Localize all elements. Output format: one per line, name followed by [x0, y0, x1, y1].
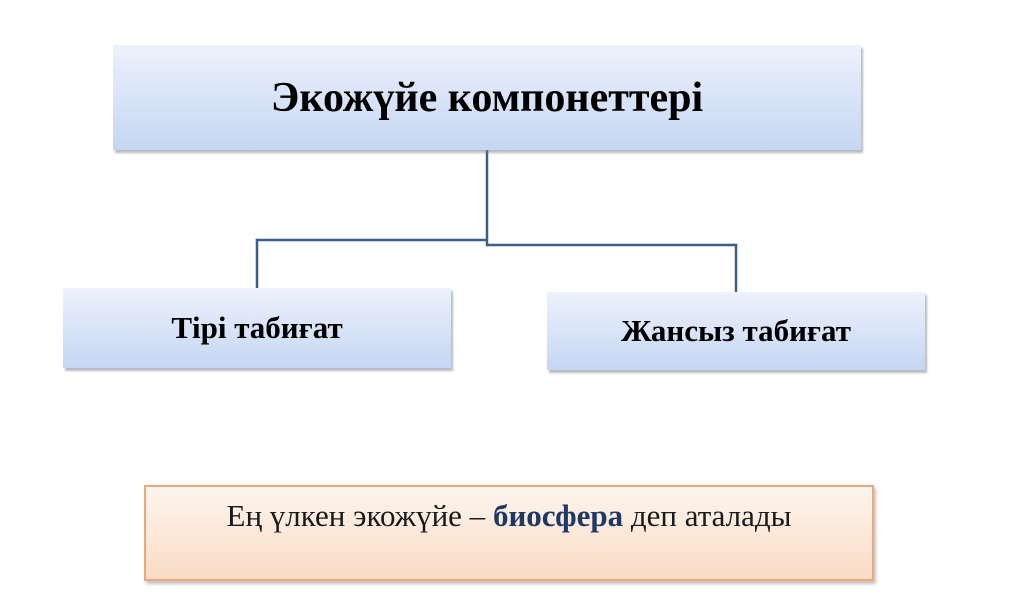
- node-ecosystem-components: Экожүйе компонеттері: [113, 45, 861, 150]
- note-highlight-biosphere: биосфера: [492, 498, 624, 533]
- node-living-nature: Тірі табиғат: [63, 288, 451, 368]
- node-nonliving-nature-label: Жансыз табиғат: [621, 313, 851, 348]
- node-nonliving-nature: Жансыз табиғат: [547, 292, 925, 370]
- node-ecosystem-components-label: Экожүйе компонеттері: [270, 74, 704, 121]
- node-living-nature-label: Тірі табиғат: [171, 310, 343, 345]
- biosphere-note-text: Ең үлкен экожүйе – биосфера деп аталады: [227, 498, 792, 534]
- biosphere-note-box: Ең үлкен экожүйе – биосфера деп аталады: [144, 485, 874, 581]
- note-suffix: деп аталады: [623, 498, 792, 533]
- note-prefix: Ең үлкен экожүйе –: [226, 498, 493, 533]
